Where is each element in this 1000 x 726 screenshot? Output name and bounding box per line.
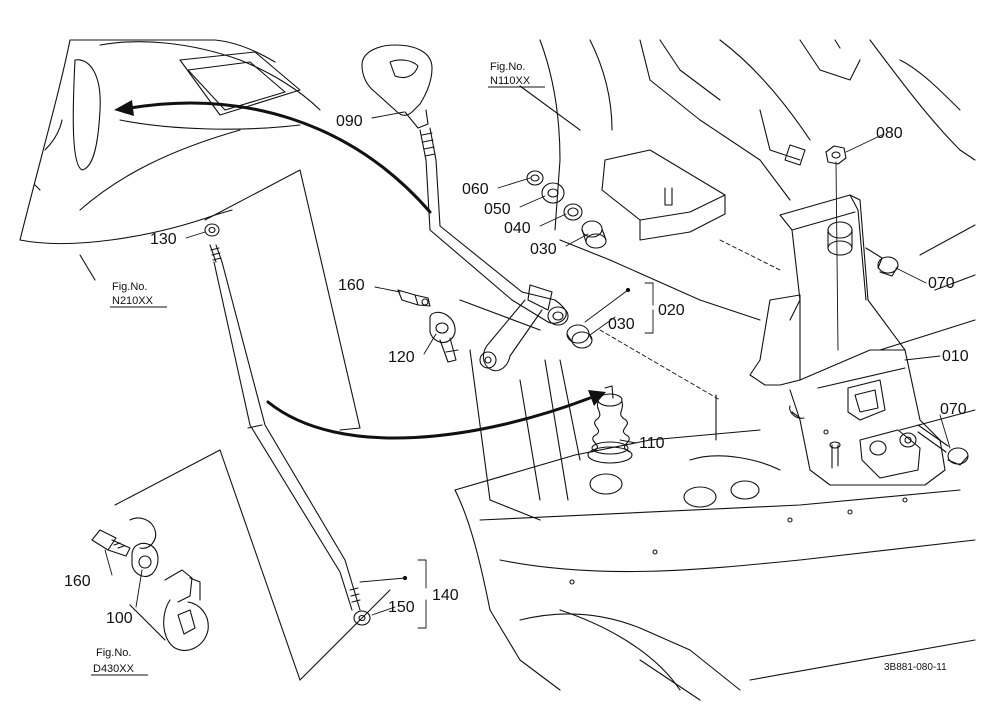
label-160-lower: 160: [64, 573, 91, 590]
group-bracket-020: [644, 282, 654, 334]
d430-leader: [129, 604, 166, 641]
label-140: 150: [388, 599, 415, 616]
label-100: 110: [639, 435, 665, 452]
bracket-clevis: [859, 429, 921, 479]
label-030-upper: 030: [530, 241, 557, 258]
label-120: 130: [150, 231, 177, 248]
boot-100: [587, 385, 633, 464]
label-060: 060: [462, 181, 489, 198]
rod-detail-box: [204, 169, 361, 431]
fig-ref-d430-prefix: Fig.No.: [96, 647, 131, 659]
label-130: 140: [432, 587, 459, 604]
label-160-upper: 160: [338, 277, 365, 294]
n110-leader: [519, 85, 581, 131]
label-070-upper: 070: [928, 275, 955, 292]
label-040: 040: [504, 220, 531, 237]
washer-stack: [526, 170, 607, 249]
mount-plate: [601, 149, 726, 221]
rod-end-110: [397, 289, 459, 363]
part-leaders: [104, 111, 951, 616]
shift-rod: [204, 223, 371, 626]
label-110: 120: [388, 349, 415, 366]
figure-refs: Fig.No. N110XX Fig.No. N210XX Fig.No. D4…: [91, 61, 545, 676]
linkage-detail-box: [114, 449, 301, 681]
label-090: 090: [336, 113, 363, 130]
chassis-frame: [454, 39, 976, 701]
label-050: 050: [484, 201, 511, 218]
bolt-070-lower: [917, 424, 969, 466]
shift-knob: [361, 44, 433, 116]
fig-ref-n110-number: N110XX: [490, 75, 531, 87]
label-080: 080: [876, 125, 903, 142]
label-020: 020: [658, 302, 685, 319]
shift-lever: [361, 44, 569, 372]
fig-ref-n210-prefix: Fig.No.: [112, 281, 147, 293]
fig-ref-d430-number: D430XX: [93, 663, 135, 675]
gate-slot: [72, 59, 101, 171]
bracket-010: [749, 194, 946, 486]
bushing-030-lower: [566, 324, 593, 349]
label-010: 010: [942, 348, 969, 365]
bolt-070-upper: [865, 247, 899, 277]
group-bracket-130: [417, 559, 427, 629]
nut-080: [825, 145, 847, 165]
label-030-lower: 030: [608, 316, 635, 333]
lever-bracket: [163, 569, 209, 651]
arrow-to-boot: [266, 396, 592, 440]
fig-ref-n210-number: N210XX: [112, 295, 154, 307]
arrow-to-console: [128, 101, 432, 214]
label-070-lower: 070: [940, 401, 967, 418]
rod-end-150: [91, 517, 159, 577]
nut-120: [204, 223, 220, 237]
console-housing: [19, 39, 321, 245]
fig-ref-n110-prefix: Fig.No.: [490, 61, 525, 73]
label-150: 100: [106, 610, 133, 627]
nut-140: [353, 610, 371, 626]
part-labels: 090 060 050 040 030 130 160 020 030 120 …: [64, 113, 969, 627]
drawing-code: 3B881-080-11: [884, 662, 947, 673]
n210-leader: [79, 254, 96, 281]
